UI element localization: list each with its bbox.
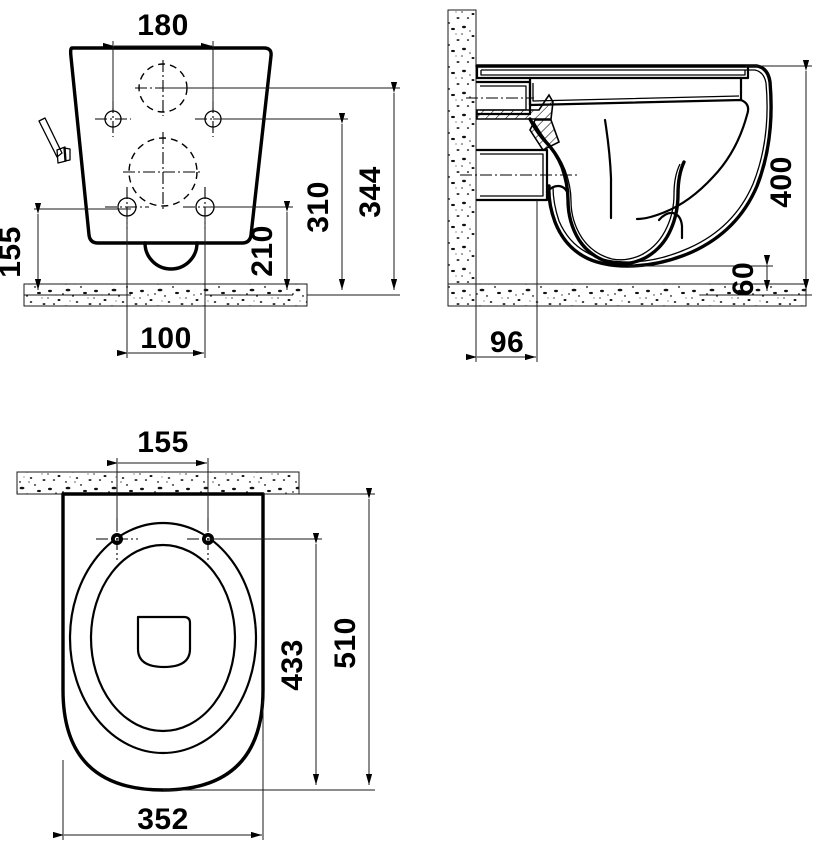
dimension-344: 344 bbox=[163, 82, 400, 296]
dimension-310: 310 bbox=[213, 113, 348, 296]
dimension-344-label: 344 bbox=[354, 166, 387, 218]
side-view-interior-step bbox=[657, 211, 684, 240]
dimension-155-plan: 155 bbox=[107, 426, 209, 532]
dimension-210-label: 210 bbox=[246, 225, 279, 277]
side-view-wall bbox=[447, 9, 477, 307]
plan-view-wall bbox=[16, 471, 300, 495]
front-view-pan-outline bbox=[68, 46, 273, 245]
side-view-rim bbox=[475, 64, 750, 80]
side-view: 400 60 96 bbox=[447, 9, 812, 362]
side-view-body-outline bbox=[475, 64, 773, 268]
side-view-trap-step bbox=[545, 184, 570, 196]
dimension-352-label: 352 bbox=[137, 803, 189, 836]
dimension-155-front: 155 bbox=[0, 203, 131, 296]
side-view-rim-inner bbox=[480, 70, 746, 76]
dimension-400-label: 400 bbox=[765, 156, 798, 208]
dimension-352: 352 bbox=[53, 700, 264, 840]
plan-view-seat-inner-ring bbox=[89, 543, 237, 733]
dimension-100-label: 100 bbox=[140, 322, 192, 355]
dimension-210: 210 bbox=[205, 201, 293, 296]
plan-view-seat-outer-ring bbox=[68, 521, 258, 755]
dimension-155-plan-label: 155 bbox=[137, 426, 189, 459]
dimension-155-front-label: 155 bbox=[0, 226, 27, 278]
dimension-60-label: 60 bbox=[727, 262, 760, 296]
dimension-96-label: 96 bbox=[490, 326, 524, 359]
side-view-outlet bbox=[460, 148, 580, 202]
plan-view-flush-area bbox=[136, 615, 192, 669]
plan-view-bolt-left bbox=[96, 518, 138, 560]
side-view-trap-inner-line bbox=[533, 121, 681, 261]
side-view-bowl-wall-drop bbox=[603, 118, 613, 220]
dimension-433-label: 433 bbox=[276, 639, 309, 691]
front-view: 180 344 310 210 155 bbox=[0, 9, 400, 358]
dimension-60: 60 bbox=[628, 255, 773, 296]
side-view-bowl-inner-surface bbox=[528, 76, 750, 221]
dimension-96: 96 bbox=[466, 200, 538, 362]
dimension-180-label: 180 bbox=[137, 9, 189, 42]
dimension-310-label: 310 bbox=[302, 181, 335, 233]
dimension-100: 100 bbox=[117, 216, 206, 358]
dimension-433: 433 bbox=[163, 533, 322, 791]
plan-view: 155 510 433 352 bbox=[16, 426, 375, 840]
side-view-flush-inlet bbox=[466, 80, 534, 116]
side-view-trap-profile bbox=[528, 117, 686, 266]
dimension-180: 180 bbox=[103, 9, 214, 108]
dimension-510-label: 510 bbox=[329, 617, 362, 669]
front-view-mounting-stud bbox=[38, 117, 71, 164]
front-view-outlet-boss bbox=[143, 241, 199, 271]
side-view-body-inner-line bbox=[481, 69, 768, 263]
side-view-bowl-inner-surface-2 bbox=[532, 83, 740, 102]
